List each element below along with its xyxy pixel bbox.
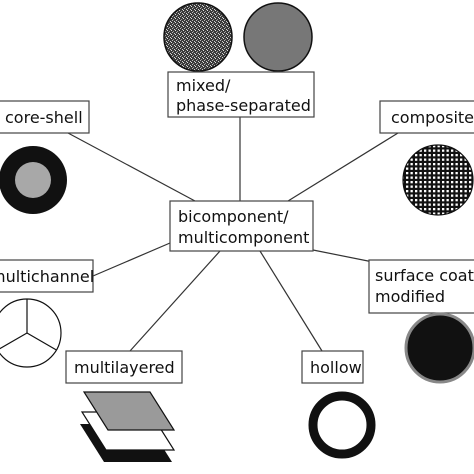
core-shell-label-box [0,100,90,134]
connectors [67,117,399,352]
hollow-label: hollow [310,358,362,377]
node-core-shell: core-shell [0,100,90,134]
node-surface-coat-modified: surface coat modified [368,259,474,314]
surface-coat-label-box [368,259,474,314]
node-multichannel: multichannel [0,259,94,293]
center-label-line2: multicomponent [178,228,309,247]
connector-multichannel [92,242,171,277]
node-mixed-phase-separated: mixed/ phase-separated [167,71,315,118]
center-label-box [169,200,314,252]
center-label-line1: bicomponent/ [178,207,289,226]
node-hollow: hollow [301,350,364,384]
connector-core-shell [67,132,196,202]
multilayered-label: multilayered [74,358,175,377]
composite-label-box [379,100,474,134]
mixed-cross-section-icon [163,2,233,72]
mixed-label-box [167,71,315,118]
multichannel-label: multichannel [0,267,94,286]
composite-cross-section-icon [402,144,474,216]
multichannel-cross-section-icon [0,298,62,368]
mixed-label-line2: phase-separated [176,96,311,115]
surface-coat-cross-section-icon [404,312,474,384]
mixed-label-line1: mixed/ [176,76,231,95]
multilayered-stack-icon [80,391,176,462]
core-shell-core-icon [15,162,51,198]
connector-surface-coat [312,249,374,263]
phase-separated-cross-section-icon [243,2,313,72]
connector-hollow [259,250,323,352]
surface-coat-label-line2: modified [375,287,445,306]
connector-composite [287,132,399,202]
surface-coat-label-line1: surface coat [375,266,474,285]
hollow-cross-section-icon [308,391,376,459]
composite-label: composite [391,108,474,127]
connector-multilayered [129,250,221,352]
node-center: bicomponent/ multicomponent [169,200,314,252]
hollow-label-box [301,350,364,384]
multilayered-label-box [65,350,183,384]
multichannel-label-box [0,259,94,293]
core-shell-label: core-shell [5,108,83,127]
node-composite: composite [379,100,474,134]
node-multilayered: multilayered [65,350,183,384]
